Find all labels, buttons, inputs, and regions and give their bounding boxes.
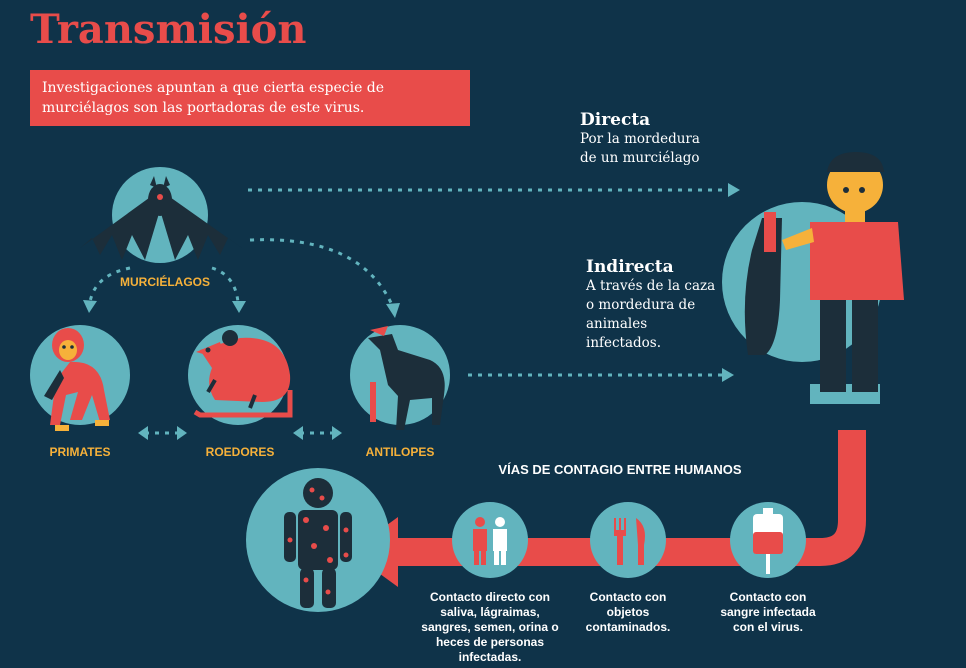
indirect-transmission: Indirecta A través de la caza o mordedur… bbox=[586, 257, 786, 353]
human-routes-heading: VÍAS DE CONTAGIO ENTRE HUMANOS bbox=[498, 462, 742, 477]
primates-label: PRIMATES bbox=[49, 445, 111, 459]
antelopes-label: ANTILOPES bbox=[365, 445, 435, 459]
indirect-desc: A través de la caza o mordedura de anima… bbox=[586, 278, 716, 351]
primate-illustration bbox=[30, 325, 130, 431]
direct-title: Directa bbox=[580, 110, 651, 130]
direct-contact-caption: Contacto directo con saliva, lágraimas, … bbox=[421, 590, 559, 664]
antelope-illustration bbox=[350, 325, 450, 430]
objects-caption: Contacto con objetos contaminados. bbox=[585, 590, 671, 634]
direct-desc: Por la mordedura de un murciélago bbox=[580, 131, 700, 166]
infected-human-illustration bbox=[246, 468, 390, 612]
hunter-illustration bbox=[722, 152, 904, 404]
direct-transmission: Directa Por la mordedura de un murciélag… bbox=[580, 110, 780, 168]
transmission-dotted-arrows bbox=[88, 188, 728, 435]
rodents-label: ROEDORES bbox=[205, 445, 275, 459]
rodent-illustration bbox=[188, 325, 293, 425]
page-title: Transmisión bbox=[30, 6, 307, 53]
cutlery-icon bbox=[590, 502, 666, 578]
indirect-title: Indirecta bbox=[586, 257, 674, 277]
intro-box: Investigaciones apuntan a que cierta esp… bbox=[30, 70, 470, 126]
people-contact-icon bbox=[452, 502, 528, 578]
bat-illustration bbox=[80, 167, 242, 263]
blood-caption: Contacto con sangre infectada con el vir… bbox=[720, 590, 816, 634]
blood-bag-icon bbox=[730, 502, 806, 578]
bats-label: MURCIÉLAGOS bbox=[120, 275, 210, 289]
